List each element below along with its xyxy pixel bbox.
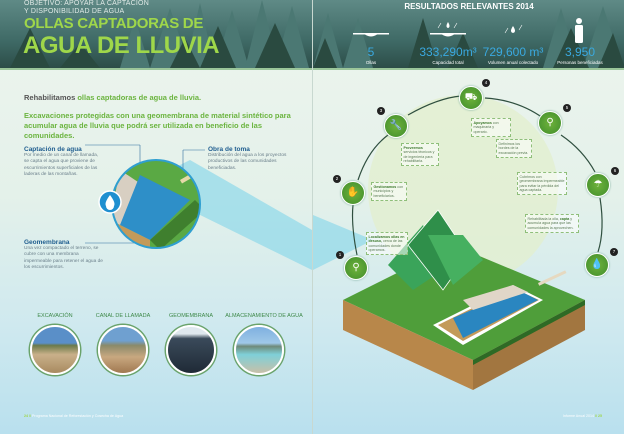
title-line-2: AGUA DE LLUVIA bbox=[23, 32, 220, 59]
forest-illustration bbox=[313, 6, 624, 68]
person-icon bbox=[576, 18, 582, 24]
photo-excavacion bbox=[30, 325, 80, 375]
step-6-text: Cubrimos con geomembrana impermeable par… bbox=[517, 172, 567, 196]
footer-right: Informe Anual 2014 // 25 bbox=[562, 414, 602, 418]
step-number: 2 bbox=[333, 175, 341, 183]
step-number: 3 bbox=[377, 107, 385, 115]
step-3-text: Proveemos servicios técnicos y de ingeni… bbox=[401, 143, 439, 167]
step-number: 4 bbox=[482, 79, 490, 87]
step-5-stake-icon: ⚲ bbox=[538, 111, 562, 135]
description: Excavaciones protegidas con una geomembr… bbox=[24, 111, 291, 140]
step-1-magnifier-icon: ⚲ bbox=[344, 256, 368, 280]
rain-drop-icon bbox=[511, 26, 515, 33]
forest-illustration bbox=[10, 0, 309, 68]
title-line-1: OLLAS CAPTADORAS DE bbox=[24, 15, 204, 32]
photo-label-almacenamiento: ALMACENAMIENTO DE AGUA bbox=[225, 313, 303, 319]
olla-cross-section bbox=[85, 144, 312, 270]
step-2-handshake-icon: ✋ bbox=[341, 181, 365, 205]
step-6-umbrella-icon: ☂ bbox=[586, 173, 610, 197]
footer-left: 24 // Programa Nacional de Reforestación… bbox=[24, 414, 124, 418]
photo-label-geomembrana: GEOMEMBRANA bbox=[168, 313, 213, 319]
step-number: 5 bbox=[563, 104, 571, 112]
step-2-text: Gestionamos con municipios y beneficiari… bbox=[371, 182, 407, 201]
results-title: RESULTADOS RELEVANTES 2014 bbox=[404, 2, 534, 11]
step-number: 7 bbox=[610, 248, 618, 256]
stat-icons bbox=[353, 18, 583, 43]
step-4-text: Apoyamos con maquinaria y operario. bbox=[471, 118, 511, 137]
photo-almacenamiento bbox=[234, 325, 284, 375]
lead-text: Rehabilitamos ollas captadoras de agua d… bbox=[24, 93, 202, 102]
step-4-truck-icon: ⛟ bbox=[459, 86, 483, 110]
photo-label-excavacion: EXCAVACIÓN bbox=[37, 313, 73, 319]
photo-label-canal: CANAL DE LLAMADA bbox=[95, 313, 151, 319]
step-7-water-drop-icon: 💧 bbox=[585, 253, 609, 277]
step-7-text: Rehabilitada la olla, capta y acumula ag… bbox=[525, 214, 579, 233]
photo-canal bbox=[98, 325, 148, 375]
step-number: 1 bbox=[336, 251, 344, 259]
photo-geomembrana bbox=[166, 325, 216, 375]
step-3-tools-icon: 🔧 bbox=[384, 114, 408, 138]
step-number: 6 bbox=[611, 167, 619, 175]
step-1-text: Localizamos ollas en desuso, cerca de la… bbox=[366, 232, 408, 256]
step-5-text: Definimos los bordes de la excavación pr… bbox=[496, 139, 532, 158]
